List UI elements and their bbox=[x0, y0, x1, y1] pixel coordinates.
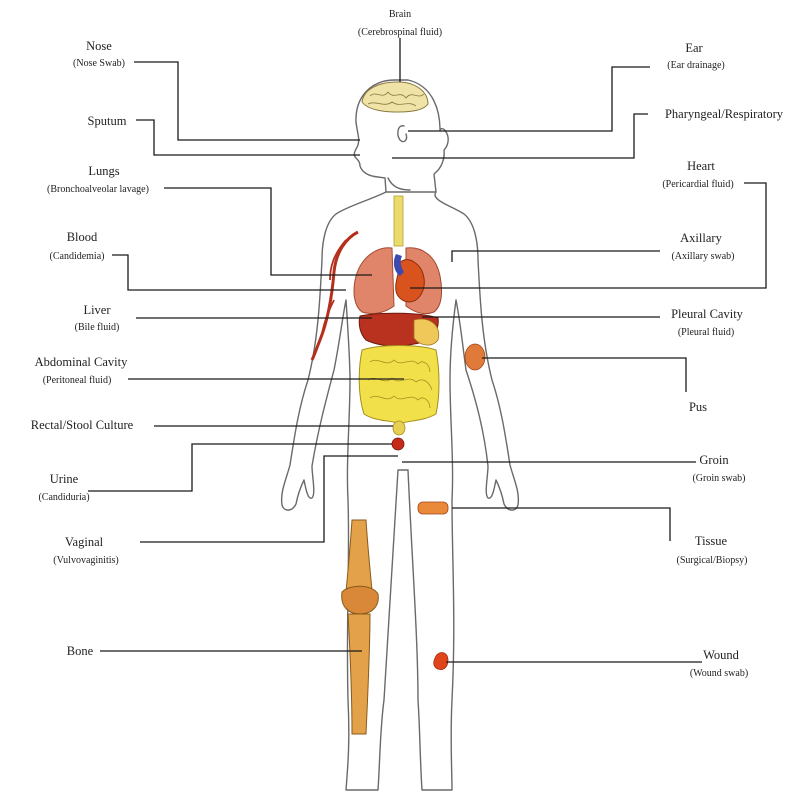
leader-nose bbox=[134, 62, 360, 140]
sublabel-lungs: (Bronchoalveolar lavage) bbox=[47, 184, 149, 195]
sublabel-abdominal: (Peritoneal fluid) bbox=[43, 375, 112, 386]
leader-ear bbox=[408, 67, 650, 131]
knee-joint bbox=[342, 586, 379, 614]
label-liver: Liver bbox=[83, 303, 111, 317]
leader-lungs bbox=[164, 188, 372, 275]
pus-lesion bbox=[465, 344, 485, 370]
sublabel-ear: (Ear drainage) bbox=[667, 60, 724, 71]
sublabel-liver: (Bile fluid) bbox=[75, 322, 120, 333]
label-axillary: Axillary bbox=[680, 231, 722, 245]
label-blood: Blood bbox=[67, 230, 98, 244]
sublabel-pleural: (Pleural fluid) bbox=[678, 327, 734, 338]
label-brain: Brain bbox=[389, 9, 411, 20]
leader-pharyngeal bbox=[392, 114, 648, 158]
right-lung bbox=[354, 248, 394, 314]
sublabel-axillary: (Axillary swab) bbox=[671, 251, 734, 262]
tissue-patch bbox=[418, 502, 448, 514]
organs bbox=[312, 82, 485, 734]
intestines bbox=[359, 346, 439, 425]
label-heart: Heart bbox=[687, 159, 715, 173]
label-vaginal: Vaginal bbox=[65, 535, 104, 549]
rectum bbox=[393, 421, 405, 435]
tibia-bone bbox=[348, 614, 370, 734]
leader-axillary bbox=[452, 251, 660, 262]
ear-outline bbox=[398, 126, 407, 142]
label-bone: Bone bbox=[67, 644, 94, 658]
label-pleural: Pleural Cavity bbox=[671, 307, 744, 321]
sublabel-vaginal: (Vulvovaginitis) bbox=[53, 555, 119, 566]
sublabel-nose: (Nose Swab) bbox=[73, 58, 125, 69]
label-urine: Urine bbox=[50, 472, 79, 486]
sublabel-urine: (Candiduria) bbox=[38, 492, 89, 503]
label-lungs: Lungs bbox=[88, 164, 119, 178]
sublabel-groin: (Groin swab) bbox=[692, 473, 745, 484]
leader-pus bbox=[482, 358, 686, 392]
label-groin: Groin bbox=[699, 453, 729, 467]
label-nose: Nose bbox=[86, 39, 112, 53]
neck-line bbox=[388, 178, 410, 190]
sublabel-wound: (Wound swab) bbox=[690, 668, 748, 679]
bladder bbox=[392, 438, 404, 450]
label-pharyngeal: Pharyngeal/Respiratory bbox=[665, 107, 784, 121]
trachea bbox=[394, 196, 403, 246]
sublabel-tissue: (Surgical/Biopsy) bbox=[677, 555, 748, 566]
label-abdominal: Abdominal Cavity bbox=[35, 355, 128, 369]
label-sputum: Sputum bbox=[88, 114, 127, 128]
sublabel-brain: (Cerebrospinal fluid) bbox=[358, 27, 442, 38]
wound-lesion bbox=[434, 653, 448, 670]
label-tissue: Tissue bbox=[695, 534, 728, 548]
label-wound: Wound bbox=[703, 648, 740, 662]
sublabel-heart: (Pericardial fluid) bbox=[662, 179, 733, 190]
leader-sputum bbox=[136, 120, 360, 155]
leader-urine bbox=[88, 444, 392, 491]
femur-bone bbox=[346, 520, 372, 592]
leader-tissue bbox=[452, 508, 670, 541]
leader-blood bbox=[112, 255, 346, 290]
sublabel-blood: (Candidemia) bbox=[50, 251, 105, 262]
label-ear: Ear bbox=[685, 41, 703, 55]
arm-blood-vessel bbox=[312, 232, 358, 360]
label-rectal: Rectal/Stool Culture bbox=[31, 418, 134, 432]
label-pus: Pus bbox=[689, 400, 707, 414]
